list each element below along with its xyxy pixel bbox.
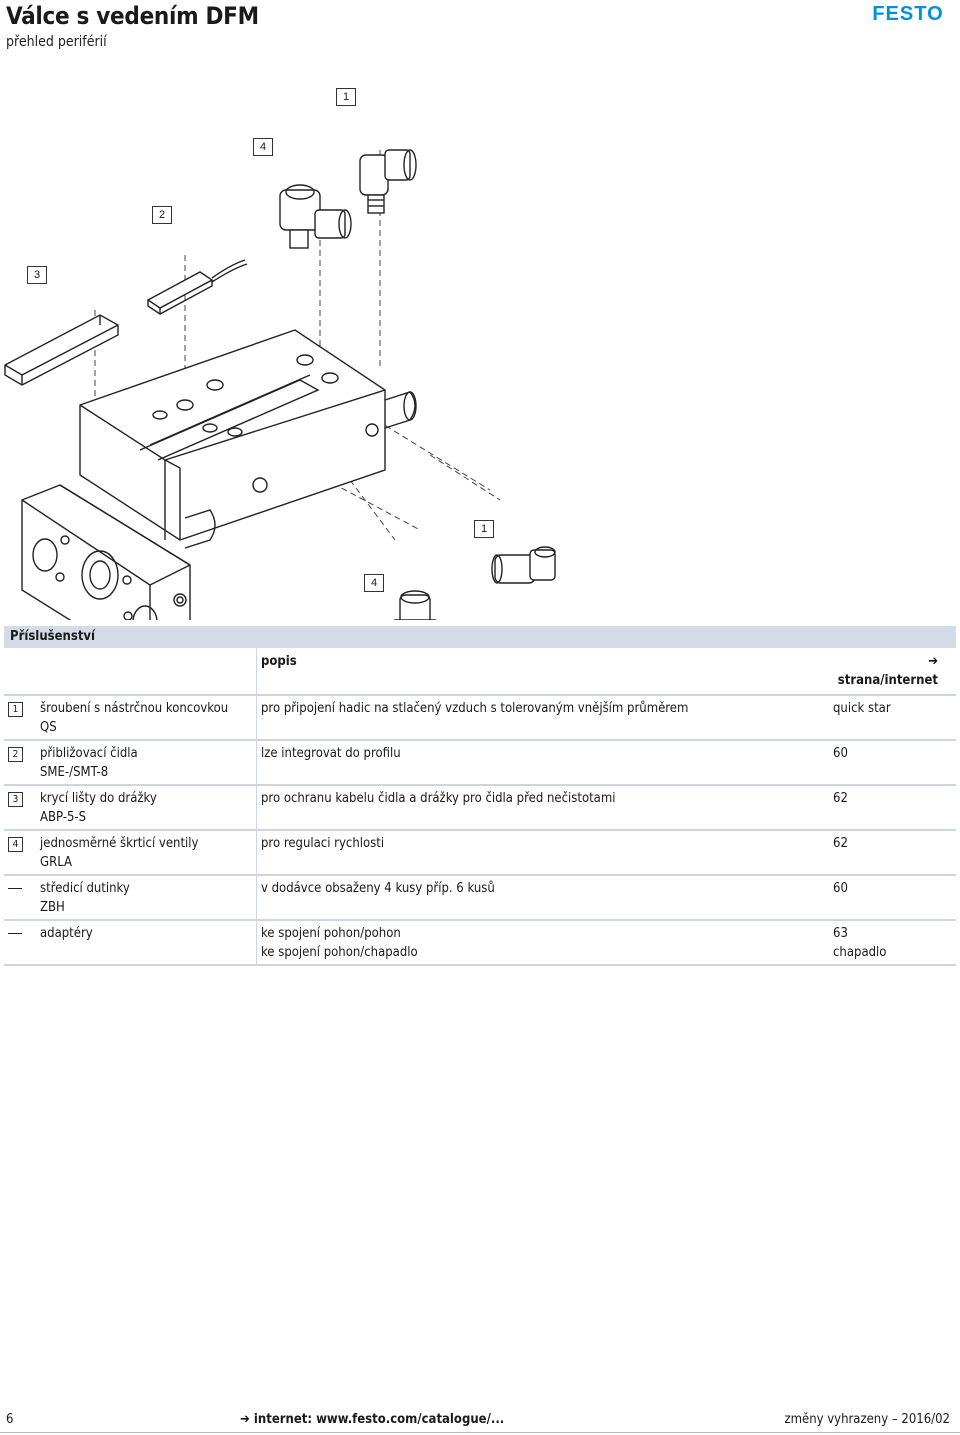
dash-marker xyxy=(8,888,22,889)
page-title: Válce s vedením DFM xyxy=(6,2,259,30)
table-row: adaptéry ke spojení pohon/pohon ke spojen… xyxy=(4,920,956,966)
dash-marker xyxy=(8,933,22,934)
item-code: GRLA xyxy=(40,855,72,870)
callout-2: 2 xyxy=(152,206,172,224)
throttle-valve-bottom xyxy=(393,590,437,620)
arrow-right-icon: ➔ xyxy=(240,1412,250,1427)
accessories-table: popis ➔ strana/internet 1 šroubení s nás… xyxy=(4,648,956,966)
item-number-badge: 2 xyxy=(8,747,23,762)
item-code: SME-/SMT-8 xyxy=(40,765,109,780)
column-header-desc: popis xyxy=(256,648,829,696)
fitting-bottom xyxy=(491,546,556,584)
cover-strip xyxy=(4,314,119,386)
item-name: adaptéry xyxy=(40,926,93,941)
footer-divider xyxy=(0,1432,960,1433)
callout-4-bottom: 4 xyxy=(364,574,384,592)
callout-1-bottom: 1 xyxy=(474,520,494,538)
revision-note: změny vyhrazeny – 2016/02 xyxy=(784,1412,950,1427)
catalogue-link[interactable]: ➔ internet: www.festo.com/catalogue/... xyxy=(240,1412,504,1427)
throttle-valve-top xyxy=(279,184,352,249)
item-description: pro regulaci rychlosti xyxy=(256,830,829,876)
item-name: krycí lišty do drážky xyxy=(40,791,157,806)
festo-logo: FESTO xyxy=(864,2,952,24)
item-number-badge: 3 xyxy=(8,792,23,807)
item-name: přibližovací čidla xyxy=(40,746,138,761)
item-page[interactable]: 62 xyxy=(829,830,956,876)
accessories-heading: Příslušenství xyxy=(4,626,956,648)
item-name: jednosměrné škrticí ventily xyxy=(40,836,199,851)
column-header-page: ➔ strana/internet xyxy=(829,648,956,696)
page-number: 6 xyxy=(6,1412,14,1427)
item-page[interactable]: 60 xyxy=(829,875,956,921)
table-header-row: popis ➔ strana/internet xyxy=(4,648,956,696)
item-page[interactable]: 62 xyxy=(829,785,956,831)
item-description-2: ke spojení pohon/chapadlo xyxy=(261,945,418,960)
item-page[interactable]: 60 xyxy=(829,740,956,786)
item-name: středicí dutinky xyxy=(40,881,130,896)
item-number-badge: 4 xyxy=(8,837,23,852)
page-footer: 6 ➔ internet: www.festo.com/catalogue/..… xyxy=(0,1412,960,1433)
catalogue-link-label: internet: www.festo.com/catalogue/... xyxy=(253,1412,505,1427)
item-page[interactable]: quick star xyxy=(829,695,956,741)
item-code: ABP-5-S xyxy=(40,810,87,825)
cylinder-body xyxy=(79,329,417,549)
item-description: ke spojení pohon/pohon xyxy=(261,926,401,941)
arrow-right-icon: ➔ xyxy=(928,654,938,669)
item-description: v dodávce obsaženy 4 kusy příp. 6 kusů xyxy=(256,875,829,921)
end-plate xyxy=(21,484,191,620)
proximity-sensor xyxy=(146,259,248,315)
item-code: QS xyxy=(40,720,57,735)
item-page-2[interactable]: chapadlo xyxy=(833,945,887,960)
callout-3: 3 xyxy=(27,266,47,284)
item-page[interactable]: 63 xyxy=(833,926,848,941)
item-name: šroubení s nástrčnou koncovkou xyxy=(40,701,229,716)
page-subtitle: přehled periférií xyxy=(6,34,107,50)
fitting-top xyxy=(359,149,417,214)
item-code: ZBH xyxy=(40,900,65,915)
product-drawing xyxy=(4,149,556,620)
item-description: lze integrovat do profilu xyxy=(256,740,829,786)
callout-1-top: 1 xyxy=(336,88,356,106)
item-description: pro připojení hadic na stlačený vzduch s… xyxy=(256,695,829,741)
item-number-badge: 1 xyxy=(8,702,23,717)
festo-logo-text: FESTO xyxy=(872,3,943,24)
column-header-page-label: strana/internet xyxy=(837,673,938,688)
callout-4-top: 4 xyxy=(253,138,273,156)
item-description: pro ochranu kabelu čidla a drážky pro či… xyxy=(256,785,829,831)
